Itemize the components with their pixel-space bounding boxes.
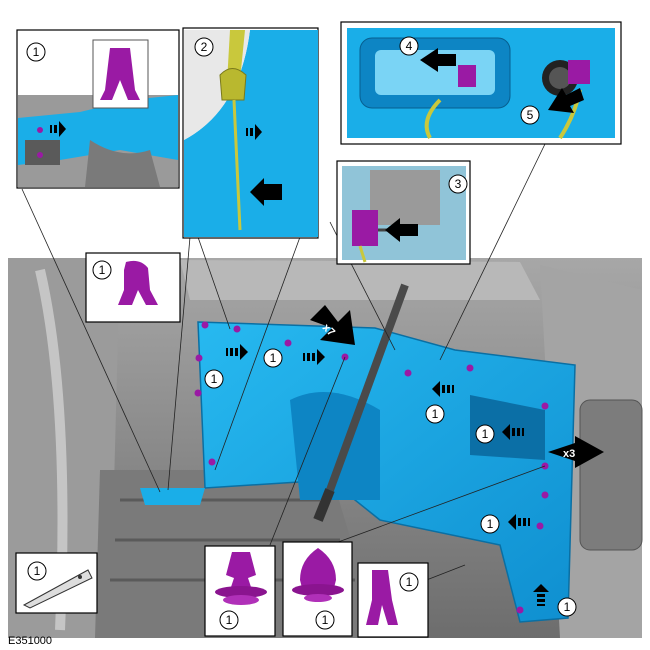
connector-4 (458, 65, 476, 87)
inset-clip-c: 1 (357, 562, 429, 638)
lower-trim-edge (140, 488, 205, 505)
inset-belt-detail: 2 (182, 27, 319, 239)
callout-1-f: 1 (557, 597, 577, 617)
connector-5 (568, 60, 590, 84)
inset-fastener-a: 1 (204, 545, 276, 637)
qty-arrow-x3: x3 (548, 436, 604, 468)
inset-4-callout: 4 (399, 36, 419, 56)
svg-text:1: 1 (487, 517, 494, 531)
svg-text:1: 1 (99, 263, 106, 277)
inset-tool: 1 (15, 552, 98, 614)
upper-clip-callout: 1 (92, 260, 112, 280)
inset-fastener-b: 1 (282, 541, 353, 637)
removal-arrows (226, 344, 549, 606)
callout-1-a: 1 (204, 369, 224, 389)
main-callouts: 1 1 1 1 1 1 (204, 348, 577, 617)
seat-belt (326, 283, 409, 492)
svg-text:1: 1 (33, 45, 40, 59)
inset-connector-small: 3 (336, 160, 471, 265)
quarter-trim-panel (197, 321, 576, 623)
push-clip-icon (100, 48, 140, 100)
svg-text:2: 2 (201, 40, 208, 54)
trim-tool-icon (22, 569, 93, 609)
inset-clip-detail: 1 (16, 29, 180, 189)
svg-text:5: 5 (527, 108, 534, 122)
svg-text:1: 1 (270, 351, 277, 365)
belt-anchor (313, 488, 335, 522)
inset-connector-top: 4 5 (340, 21, 622, 145)
svg-text:1: 1 (406, 575, 413, 589)
svg-text:4: 4 (406, 39, 413, 53)
inset-2-callout: 2 (194, 37, 214, 57)
callout-1-b: 1 (263, 348, 283, 368)
fastener-a-callout: 1 (219, 610, 239, 630)
callout-1-d: 1 (475, 424, 495, 444)
main-scene: x7 x3 1 1 1 1 1 1 (8, 143, 643, 638)
inset-5-callout: 5 (520, 105, 540, 125)
svg-text:3: 3 (455, 177, 462, 191)
callout-1-e: 1 (480, 514, 500, 534)
svg-text:1: 1 (482, 427, 489, 441)
upper-clip-icon (118, 260, 158, 305)
svg-text:1: 1 (34, 564, 41, 578)
svg-text:1: 1 (564, 600, 571, 614)
clip-c-callout: 1 (399, 572, 419, 592)
inset-1-callout: 1 (26, 42, 46, 62)
headliner (180, 260, 540, 300)
inset-3-callout: 3 (448, 174, 468, 194)
qty-label-x3: x3 (563, 448, 575, 460)
leader-lines (21, 143, 546, 596)
svg-text:1: 1 (226, 613, 233, 627)
belt-arrow (250, 178, 282, 206)
fastener-b-callout: 1 (315, 610, 335, 630)
svg-text:1: 1 (211, 372, 218, 386)
right-armrest (579, 399, 643, 551)
svg-text:1: 1 (432, 407, 439, 421)
connector-3 (352, 210, 378, 246)
figure-id: E351000 (8, 635, 52, 647)
callout-1-c: 1 (425, 404, 445, 424)
svg-text:1: 1 (322, 613, 329, 627)
tool-callout: 1 (27, 561, 47, 581)
inset-upper-clip: 1 (85, 252, 181, 323)
